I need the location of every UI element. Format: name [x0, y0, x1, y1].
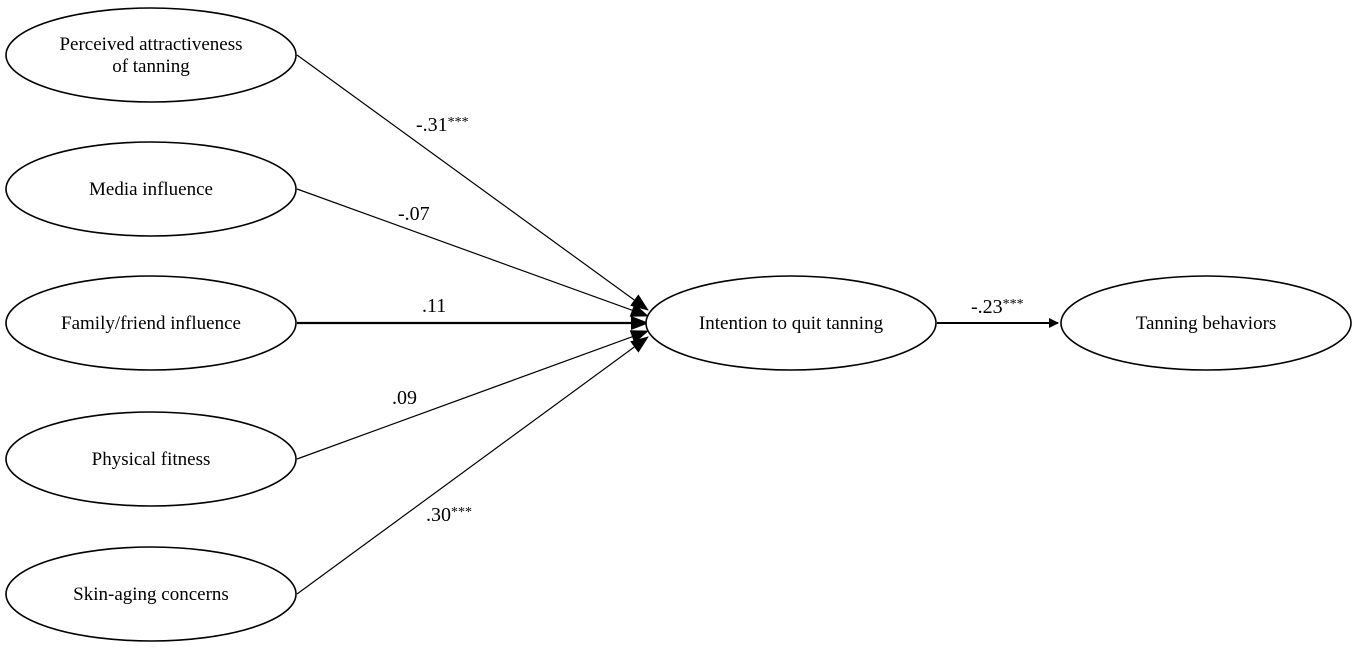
- node-ellipse: [5, 7, 297, 103]
- node-label: Perceived attractiveness: [59, 34, 242, 55]
- coefficient-value: .30: [426, 504, 451, 526]
- path-coefficient-intention-to-tanning: -.23***: [971, 296, 1024, 318]
- path-arrow-skin-to-intention: [296, 336, 649, 595]
- node-fitness: Physical fitness: [5, 411, 297, 507]
- node-label: Physical fitness: [92, 449, 211, 470]
- coefficient-value: .09: [392, 387, 417, 409]
- node-ellipse: [5, 275, 297, 371]
- node-label: Skin-aging concerns: [73, 584, 229, 605]
- node-skin: Skin-aging concerns: [5, 546, 297, 642]
- node-ellipse: [1060, 275, 1352, 371]
- path-arrow-media-to-intention: [296, 188, 649, 317]
- path-coefficient-media-to-intention: -.07: [398, 203, 430, 225]
- node-family: Family/friend influence: [5, 275, 297, 371]
- edge-labels-layer: -.31***-.07.11.09.30***-.23***: [392, 114, 1024, 526]
- coefficient-value: -.23: [971, 296, 1003, 318]
- node-label: of tanning: [112, 56, 190, 77]
- significance-marker: ***: [1003, 297, 1024, 312]
- path-arrow-perceived-to-intention: [296, 54, 649, 311]
- path-coefficient-skin-to-intention: .30***: [426, 504, 472, 526]
- significance-marker: ***: [451, 505, 472, 520]
- node-label: Intention to quit tanning: [699, 313, 884, 334]
- node-ellipse: [5, 141, 297, 237]
- node-intention: Intention to quit tanning: [645, 275, 937, 371]
- path-coefficient-fitness-to-intention: .09: [392, 387, 417, 409]
- coefficient-value: -.07: [398, 203, 430, 225]
- significance-marker: ***: [448, 115, 469, 130]
- node-label: Family/friend influence: [61, 313, 241, 334]
- node-ellipse: [645, 275, 937, 371]
- node-tanning: Tanning behaviors: [1060, 275, 1352, 371]
- node-label: Media influence: [89, 179, 213, 200]
- node-ellipse: [5, 546, 297, 642]
- path-coefficient-perceived-to-intention: -.31***: [416, 114, 469, 136]
- coefficient-value: -.31: [416, 114, 448, 136]
- node-media: Media influence: [5, 141, 297, 237]
- path-arrow-fitness-to-intention: [296, 330, 649, 460]
- node-label: Tanning behaviors: [1136, 313, 1277, 334]
- node-ellipse: [5, 411, 297, 507]
- edges-layer: [296, 54, 1059, 595]
- path-coefficient-family-to-intention: .11: [422, 295, 446, 317]
- coefficient-value: .11: [422, 295, 446, 317]
